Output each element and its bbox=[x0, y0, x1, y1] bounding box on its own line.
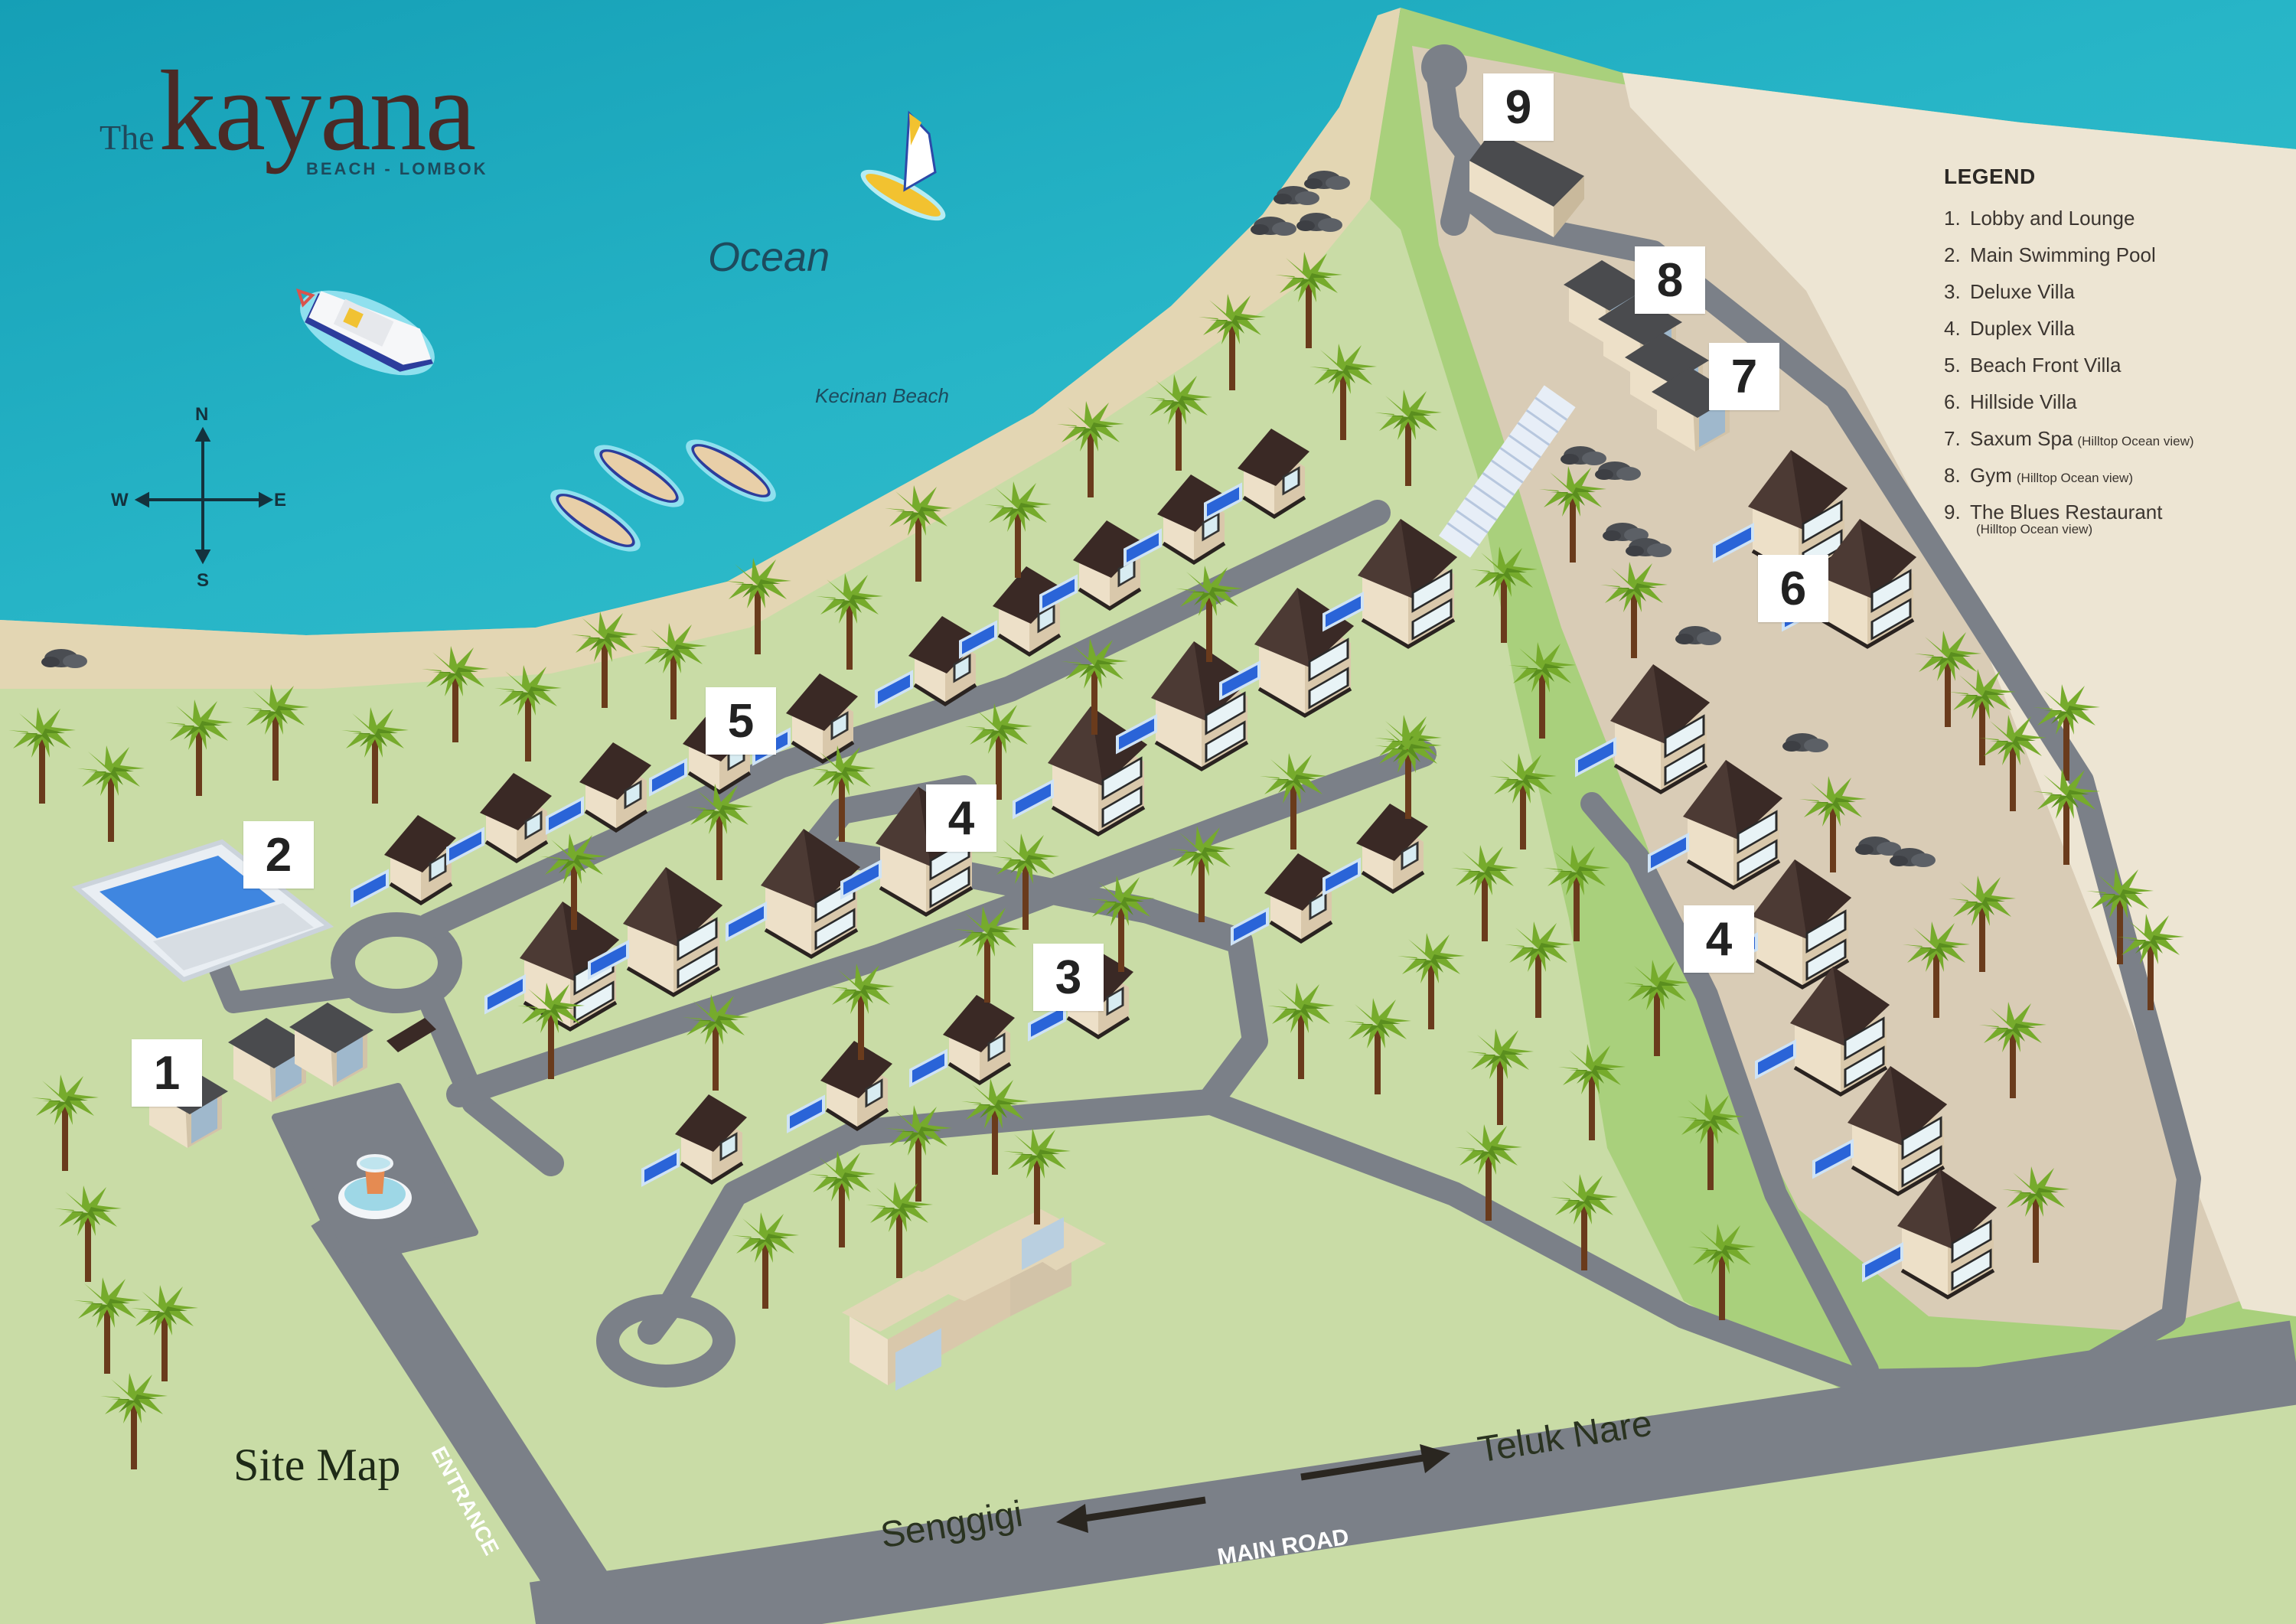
marker-saxum-spa[interactable]: 7 bbox=[1709, 343, 1779, 410]
legend-restaurant-note: (Hilltop Ocean view) bbox=[1976, 522, 2093, 536]
compass-north: N bbox=[195, 404, 209, 425]
marker-lobby[interactable]: 1 bbox=[132, 1039, 202, 1107]
direction-arrows bbox=[1056, 1444, 1450, 1533]
marker-duplex-villa-east[interactable]: 4 bbox=[1684, 905, 1754, 973]
legend-item-saxum-spa[interactable]: 7.Saxum Spa(Hilltop Ocean view) bbox=[1944, 427, 2194, 450]
compass-rose bbox=[134, 426, 274, 565]
beach-label: Kecinan Beach bbox=[815, 384, 949, 407]
compass-south: S bbox=[197, 570, 210, 591]
marker-duplex-villa-center[interactable]: 4 bbox=[926, 784, 996, 852]
legend-item-lobby[interactable]: 1.Lobby and Lounge bbox=[1944, 207, 2135, 230]
marker-main-pool[interactable]: 2 bbox=[243, 821, 314, 889]
windsurfer bbox=[860, 110, 946, 221]
legend-item-restaurant[interactable]: 9.The Blues Restaurant bbox=[1944, 501, 2163, 523]
ocean-label: Ocean bbox=[708, 234, 830, 280]
yacht bbox=[300, 290, 435, 376]
marker-gym[interactable]: 8 bbox=[1635, 246, 1705, 314]
marker-beachfront-villa[interactable]: 5 bbox=[706, 687, 776, 755]
legend-item-main-pool[interactable]: 2.Main Swimming Pool bbox=[1944, 243, 2156, 266]
legend-title: LEGEND bbox=[1944, 165, 2036, 188]
logo-subtitle: BEACH - LOMBOK bbox=[306, 159, 488, 178]
marker-deluxe-villa[interactable]: 3 bbox=[1033, 944, 1104, 1011]
compass-west: W bbox=[111, 490, 129, 510]
legend-item-beachfront-villa[interactable]: 5.Beach Front Villa bbox=[1944, 354, 2122, 377]
legend-item-deluxe-villa[interactable]: 3.Deluxe Villa bbox=[1944, 280, 2075, 303]
marker-restaurant[interactable]: 9 bbox=[1483, 73, 1554, 141]
bottom-building bbox=[842, 1209, 1106, 1391]
site-map-title: Site Map bbox=[233, 1440, 401, 1490]
legend: LEGEND 1.Lobby and Lounge 2.Main Swimmin… bbox=[1944, 165, 2194, 538]
stairs bbox=[1439, 385, 1576, 558]
legend-item-hillside-villa[interactable]: 6.Hillside Villa bbox=[1944, 390, 2077, 413]
compass-east: E bbox=[274, 490, 287, 510]
fountain bbox=[338, 1154, 412, 1219]
legend-item-duplex-villa[interactable]: 4.Duplex Villa bbox=[1944, 317, 2075, 340]
legend-item-gym[interactable]: 8.Gym(Hilltop Ocean view) bbox=[1944, 464, 2133, 487]
marker-hillside-villa[interactable]: 6 bbox=[1758, 555, 1828, 622]
logo-prefix: The bbox=[99, 118, 155, 157]
logo-name: kayana bbox=[158, 47, 477, 174]
rowboats bbox=[550, 439, 776, 552]
main-pool bbox=[71, 839, 334, 983]
resort-logo: Thekayana BEACH - LOMBOK bbox=[99, 54, 486, 178]
